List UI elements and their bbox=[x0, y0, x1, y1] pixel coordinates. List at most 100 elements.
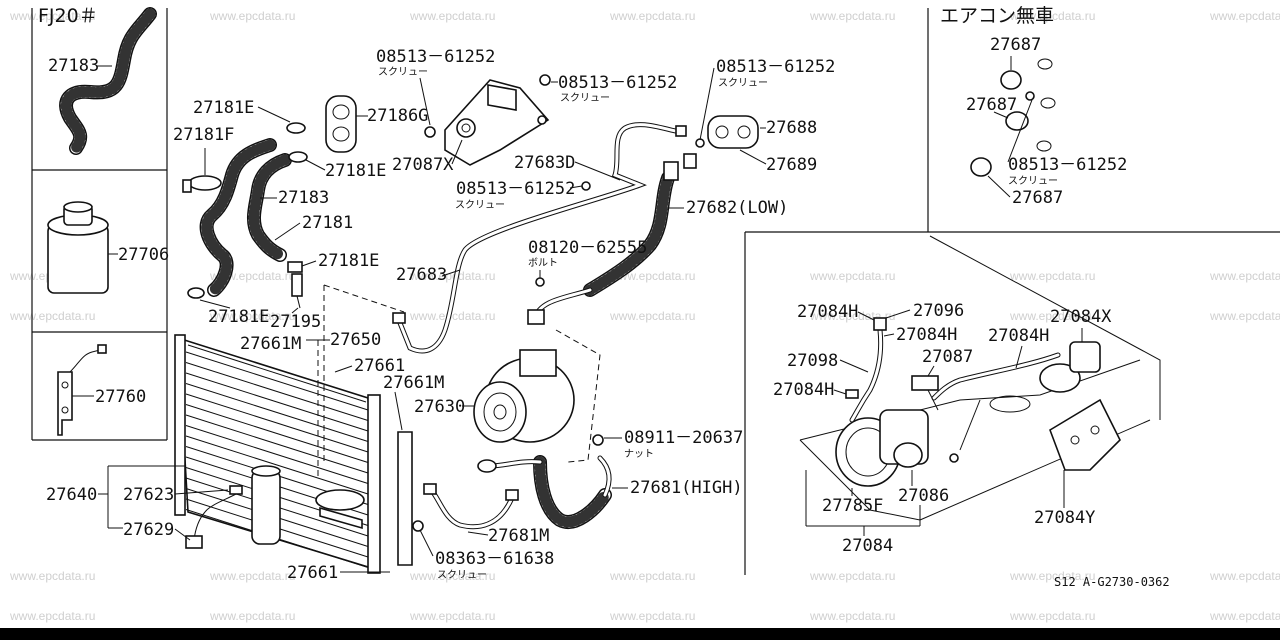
hoses-27181-group bbox=[199, 138, 292, 297]
label-27084Y: 27084Y bbox=[1034, 508, 1095, 528]
watermark-text: www.epcdata.ru bbox=[209, 9, 295, 23]
label-27084H-a: 27084H bbox=[797, 302, 858, 322]
condenser-fin bbox=[185, 362, 369, 421]
bracket-27760 bbox=[57, 344, 107, 436]
watermark-text: www.epcdata.ru bbox=[809, 609, 895, 623]
check-valve-27087 bbox=[911, 375, 959, 463]
watermark-text: www.epcdata.ru bbox=[409, 9, 495, 23]
hose-27681-high bbox=[477, 455, 612, 529]
watermark-text: www.epcdata.ru bbox=[1009, 609, 1095, 623]
watermark-text: www.epcdata.ru bbox=[9, 9, 95, 23]
sublabel-screw-d: スクリュー bbox=[718, 77, 768, 89]
no-aircon-plugs bbox=[970, 58, 1056, 177]
label-27785F: 27785F bbox=[822, 496, 883, 516]
vacuum-actuator-27785F bbox=[835, 409, 929, 487]
watermark-text: www.epcdata.ru bbox=[1009, 569, 1095, 583]
label-27681: 27681(HIGH) bbox=[630, 478, 743, 498]
vacuum-hose-27084H bbox=[845, 317, 1061, 423]
watermark-text: www.epcdata.ru bbox=[609, 269, 695, 283]
watermark-text: www.epcdata.ru bbox=[1009, 9, 1095, 23]
label-27760: 27760 bbox=[95, 387, 146, 407]
pipe-27681M bbox=[423, 483, 519, 530]
label-08513-c: 08513－61252 bbox=[456, 179, 575, 199]
watermark-text: www.epcdata.ru bbox=[409, 309, 495, 323]
label-08513-e: 08513－61252 bbox=[1008, 155, 1127, 175]
watermark-text: www.epcdata.ru bbox=[1209, 269, 1280, 283]
label-27084H-d: 27084H bbox=[773, 380, 834, 400]
label-27689: 27689 bbox=[766, 155, 817, 175]
label-27661-b: 27661 bbox=[287, 563, 338, 583]
label-27183-b: 27183 bbox=[278, 188, 329, 208]
compressor-mount-bracket bbox=[424, 74, 551, 166]
pipe-27683 bbox=[392, 122, 687, 354]
no-aircon-section-header: エアコン無車 bbox=[940, 5, 1054, 27]
label-27181E-b: 27181E bbox=[325, 161, 386, 181]
label-27630: 27630 bbox=[414, 397, 465, 417]
plate-27688 bbox=[695, 115, 759, 149]
watermark-text: www.epcdata.ru bbox=[9, 309, 95, 323]
watermark-text: www.epcdata.ru bbox=[209, 569, 295, 583]
watermark-text: www.epcdata.ru bbox=[209, 309, 295, 323]
watermark-text: www.epcdata.ru bbox=[809, 9, 895, 23]
clamps bbox=[182, 122, 308, 299]
label-27687-b: 27687 bbox=[966, 95, 1017, 115]
label-27681M: 27681M bbox=[488, 526, 549, 546]
label-27687-c: 27687 bbox=[1012, 188, 1063, 208]
label-27195: 27195 bbox=[270, 312, 321, 332]
watermark-text: www.epcdata.ru bbox=[409, 569, 495, 583]
label-27682: 27682(LOW) bbox=[686, 198, 788, 218]
watermark-text: www.epcdata.ru bbox=[1009, 309, 1095, 323]
condenser-bracket bbox=[315, 489, 365, 530]
sublabel-screw-b: スクリュー bbox=[560, 92, 610, 104]
condenser-fin bbox=[185, 351, 369, 411]
label-27186G: 27186G bbox=[367, 106, 428, 126]
label-27661M-a: 27661M bbox=[240, 334, 301, 354]
condenser-fin bbox=[185, 372, 369, 432]
sublabel-nut: ナット bbox=[624, 448, 654, 460]
label-27087X: 27087X bbox=[392, 155, 454, 175]
label-27181: 27181 bbox=[302, 213, 353, 233]
sublabel-bolt: ボルト bbox=[528, 257, 558, 269]
label-27181E-a: 27181E bbox=[193, 98, 254, 118]
label-27688: 27688 bbox=[766, 118, 817, 138]
compressor-27630 bbox=[473, 329, 601, 463]
hose-27183-fj20 bbox=[59, 7, 157, 155]
watermark-text: www.epcdata.ru bbox=[609, 9, 695, 23]
watermark-text: www.epcdata.ru bbox=[809, 269, 895, 283]
watermark-text: www.epcdata.ru bbox=[9, 609, 95, 623]
label-08513-b: 08513－61252 bbox=[558, 73, 677, 93]
label-27183-a: 27183 bbox=[48, 56, 99, 76]
watermark-text: www.epcdata.ru bbox=[809, 569, 895, 583]
label-08120: 08120－62555 bbox=[528, 238, 647, 258]
sublabel-screw-e: スクリュー bbox=[437, 569, 487, 581]
condenser-fin bbox=[185, 435, 369, 495]
watermark-text: www.epcdata.ru bbox=[1009, 269, 1095, 283]
condenser-fin bbox=[185, 383, 369, 442]
sublabel-screw-f: スクリュー bbox=[1008, 175, 1058, 187]
watermark-text: www.epcdata.ru bbox=[609, 569, 695, 583]
label-27086: 27086 bbox=[898, 486, 949, 506]
label-27084X: 27084X bbox=[1050, 307, 1112, 327]
label-08363: 08363－61638 bbox=[435, 549, 554, 569]
condenser-fin bbox=[185, 425, 369, 484]
watermark-text: www.epcdata.ru bbox=[609, 609, 695, 623]
section-frames bbox=[31, 8, 1280, 575]
label-27181F: 27181F bbox=[173, 125, 234, 145]
label-27181E-d: 27181E bbox=[208, 307, 269, 327]
label-08513-a: 08513－61252 bbox=[376, 47, 495, 67]
gasket-27186G bbox=[325, 95, 368, 153]
diagram-reference-code: S12 A-G2730-0362 bbox=[1054, 575, 1170, 589]
vacuum-valve-27084X bbox=[1039, 341, 1121, 471]
watermark-text: www.epcdata.ru bbox=[609, 309, 695, 323]
watermark-text: www.epcdata.ru bbox=[409, 269, 495, 283]
label-27181E-c: 27181E bbox=[318, 251, 379, 271]
sensor-27195 bbox=[291, 273, 303, 309]
watermark-text: www.epcdata.ru bbox=[1209, 609, 1280, 623]
label-27084H-c: 27084H bbox=[988, 326, 1049, 346]
label-27687-a: 27687 bbox=[990, 35, 1041, 55]
condenser-fin bbox=[185, 393, 369, 453]
label-27661M-b: 27661M bbox=[383, 373, 444, 393]
watermark-text: www.epcdata.ru bbox=[209, 609, 295, 623]
